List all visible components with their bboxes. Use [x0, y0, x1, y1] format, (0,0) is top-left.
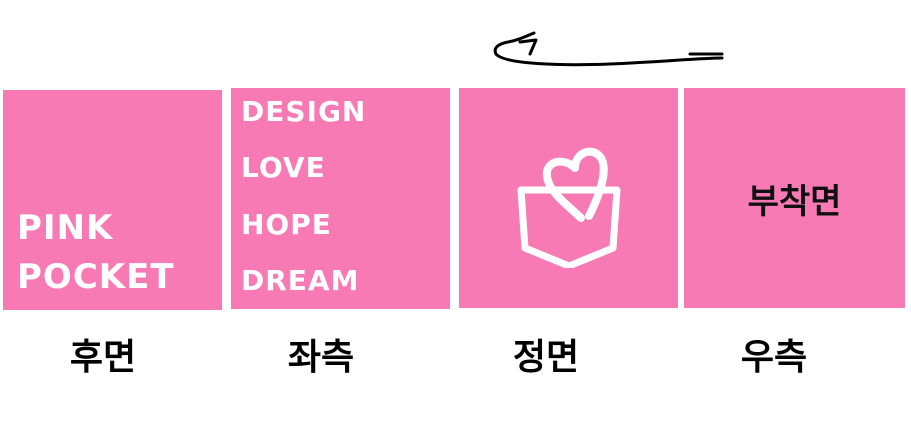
panel-back: PINK POCKET — [3, 90, 222, 310]
pocket-heart-icon — [517, 147, 621, 268]
caption-left: 좌측 — [287, 337, 355, 378]
word-dream: DREAM — [241, 264, 360, 297]
brand-text-pocket: POCKET — [17, 257, 175, 297]
rotate-arrow-icon — [493, 31, 724, 67]
brand-text-pink: PINK — [17, 208, 114, 248]
panel-left: DESIGN LOVE HOPE DREAM — [231, 88, 450, 309]
caption-right: 우측 — [740, 337, 808, 378]
word-hope: HOPE — [241, 208, 332, 241]
panel-right: 부착면 — [684, 88, 905, 308]
panel-front — [459, 88, 678, 308]
attach-side-label: 부착면 — [747, 182, 842, 222]
word-love: LOVE — [241, 151, 326, 184]
caption-front: 정면 — [512, 337, 580, 378]
word-design: DESIGN — [241, 95, 367, 128]
caption-back: 후면 — [69, 337, 137, 378]
